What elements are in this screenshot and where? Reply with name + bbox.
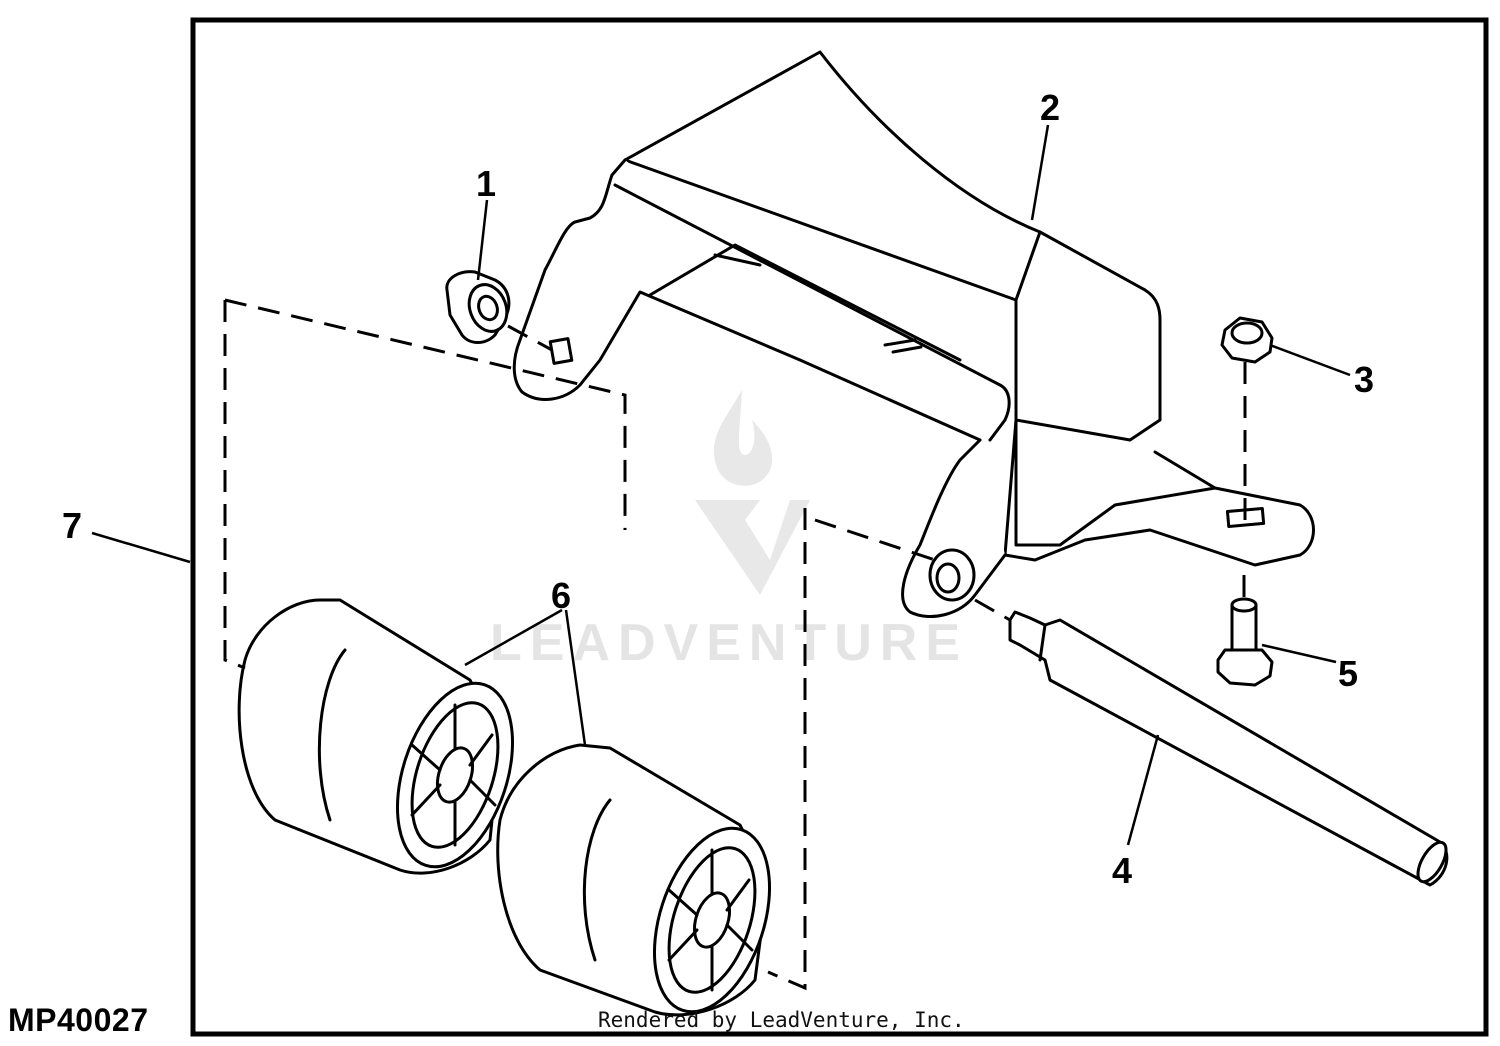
- callout-4: 4: [1112, 850, 1132, 891]
- figure-id: MP40027: [8, 1002, 149, 1038]
- callout-6: 6: [551, 575, 571, 616]
- bracket-part: [512, 50, 1315, 618]
- leader-lines: [91, 124, 1351, 846]
- watermark-logo: LEADVENTURE: [490, 390, 968, 672]
- diagram-frame: [190, 17, 1489, 1037]
- lock-nut-part: [1220, 316, 1274, 364]
- callout-3: 3: [1354, 359, 1374, 400]
- credit-text: Rendered by LeadVenture, Inc.: [598, 1008, 965, 1032]
- callout-2: 2: [1040, 87, 1060, 128]
- assembly-lines: [223, 298, 1247, 991]
- callout-7: 7: [62, 505, 82, 546]
- roller-part-lower: [496, 743, 772, 1017]
- bolt-part: [1216, 597, 1274, 687]
- watermark-text: LEADVENTURE: [490, 614, 968, 672]
- roller-part-upper: [237, 598, 515, 875]
- shaft-part: [1008, 610, 1449, 887]
- flange-bushing-part: [445, 270, 511, 344]
- callout-5: 5: [1338, 653, 1358, 694]
- callout-1: 1: [476, 163, 496, 204]
